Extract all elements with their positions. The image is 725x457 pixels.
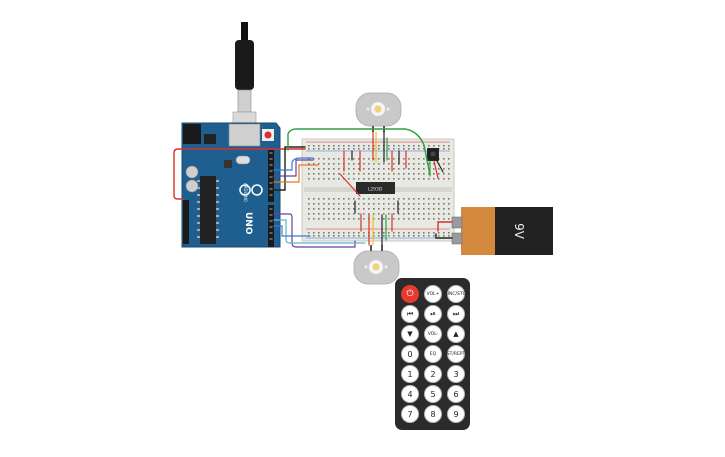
digit-5-button[interactable]: 5	[424, 385, 442, 403]
wire-green	[287, 128, 431, 176]
power-button[interactable]: ⏻	[401, 285, 419, 303]
vol-down-button[interactable]: VOL-	[424, 325, 442, 343]
wire-teal	[273, 219, 366, 244]
play-pause-button[interactable]: ⏯	[424, 305, 442, 323]
wire-ir-black	[436, 160, 444, 173]
chip-label: L293D	[368, 187, 383, 193]
wire-battery-red	[437, 221, 453, 232]
wire-ir-red	[433, 160, 439, 179]
arduino-logo	[239, 184, 263, 196]
motor-bottom[interactable]	[353, 245, 400, 285]
motor-driver-chip[interactable]: L293D	[356, 182, 395, 194]
wire-orange	[273, 164, 319, 183]
digit-1-button[interactable]: 1	[401, 365, 419, 383]
arduino-brand-text: ARDUINO	[243, 183, 248, 202]
wire-black-ground	[273, 146, 306, 191]
vol-up-button[interactable]: VOL+	[424, 285, 442, 303]
digit-9-button[interactable]: 9	[447, 405, 465, 423]
wire-purple-top	[273, 159, 314, 177]
digit-8-button[interactable]: 8	[424, 405, 442, 423]
wire-battery-black	[435, 233, 453, 239]
digit-2-button[interactable]: 2	[424, 365, 442, 383]
up-button[interactable]: ▲	[447, 325, 465, 343]
wire-blue-bottom	[273, 225, 311, 237]
wire-red-power	[173, 148, 306, 200]
func-stop-button[interactable]: FUNC/STOP	[443, 285, 469, 303]
motor-top[interactable]	[355, 92, 402, 132]
usb-cable[interactable]	[232, 22, 257, 141]
prev-button[interactable]: ⏮	[401, 305, 419, 323]
eq-button[interactable]: EQ	[424, 345, 442, 363]
next-button[interactable]: ⏭	[447, 305, 465, 323]
wires[interactable]	[173, 128, 453, 248]
wire-bb-red-5	[339, 173, 361, 197]
digit-3-button[interactable]: 3	[447, 365, 465, 383]
digit-7-button[interactable]: 7	[401, 405, 419, 423]
down-button[interactable]: ▼	[401, 325, 419, 343]
battery-9v[interactable]: 9V	[451, 207, 553, 255]
battery-label: 9V	[512, 223, 526, 240]
digit-6-button[interactable]: 6	[447, 385, 465, 403]
st-rept-button[interactable]: ST/REPT	[447, 345, 465, 363]
wire-blue	[273, 157, 314, 171]
arduino-board[interactable]: ARDUINO UNO	[181, 122, 281, 248]
digit-0-button[interactable]: 0	[401, 345, 419, 363]
digit-4-button[interactable]: 4	[401, 385, 419, 403]
ir-sensor[interactable]	[427, 148, 439, 161]
arduino-model-text: UNO	[243, 212, 253, 235]
